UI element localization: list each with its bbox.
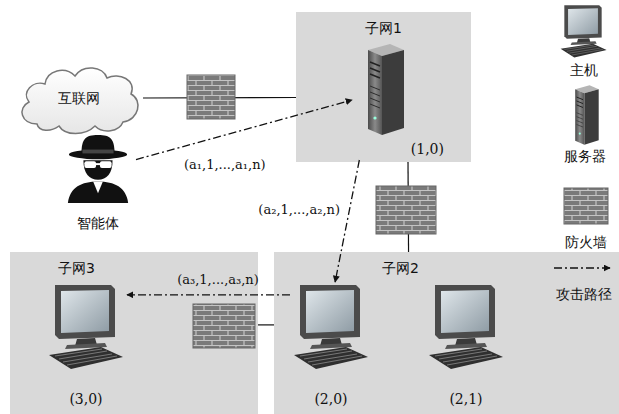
network-link (258, 324, 274, 325)
legend-host-icon (561, 5, 607, 57)
path-label: (a₃,1,...,a₃,n) (175, 272, 261, 288)
network-link (407, 162, 409, 252)
network-link (143, 97, 296, 99)
legend-firewall-icon (564, 188, 608, 224)
server-node: (1,0) (352, 40, 444, 160)
node-coordinate: (1,0) (411, 140, 444, 158)
subnet-title: 子网1 (365, 19, 402, 37)
icon-picture (290, 282, 370, 374)
icon-picture (358, 42, 408, 137)
node-coordinate: (2,1) (449, 390, 482, 408)
legend-text: 防火墙 (565, 233, 607, 251)
host-node: (2,1) (425, 282, 507, 410)
path-label: (a₁,1,...,a₁,n) (182, 157, 268, 173)
legend-text: 服务器 (564, 147, 606, 165)
subnet-title: 子网3 (58, 259, 95, 277)
icon-picture (425, 282, 505, 374)
agent-node: 智能体 (60, 132, 136, 234)
path-label: (a₂,1,...,a₂,n) (256, 202, 342, 218)
node-label: 互联网 (58, 89, 100, 107)
subnet-panel: 子网1 (1,0) (296, 12, 471, 162)
firewall (376, 186, 436, 234)
node-coordinate: (2,0) (314, 390, 347, 408)
firewall (187, 75, 235, 119)
node-coordinate: (3,0) (69, 390, 102, 408)
internet-cloud: 互联网 (15, 58, 143, 138)
node-label: 智能体 (77, 214, 119, 232)
legend-text: 主机 (570, 61, 598, 79)
legend-text: 攻击路径 (556, 285, 612, 303)
host-node: (3,0) (45, 282, 127, 410)
icon-picture (64, 132, 132, 204)
icon-picture (45, 282, 125, 374)
host-node: (2,0) (290, 282, 372, 410)
subnet-panel: 子网2 (2,0) (2,1) (274, 252, 619, 414)
subnet-title: 子网2 (382, 259, 419, 277)
legend-server-icon (575, 85, 598, 144)
